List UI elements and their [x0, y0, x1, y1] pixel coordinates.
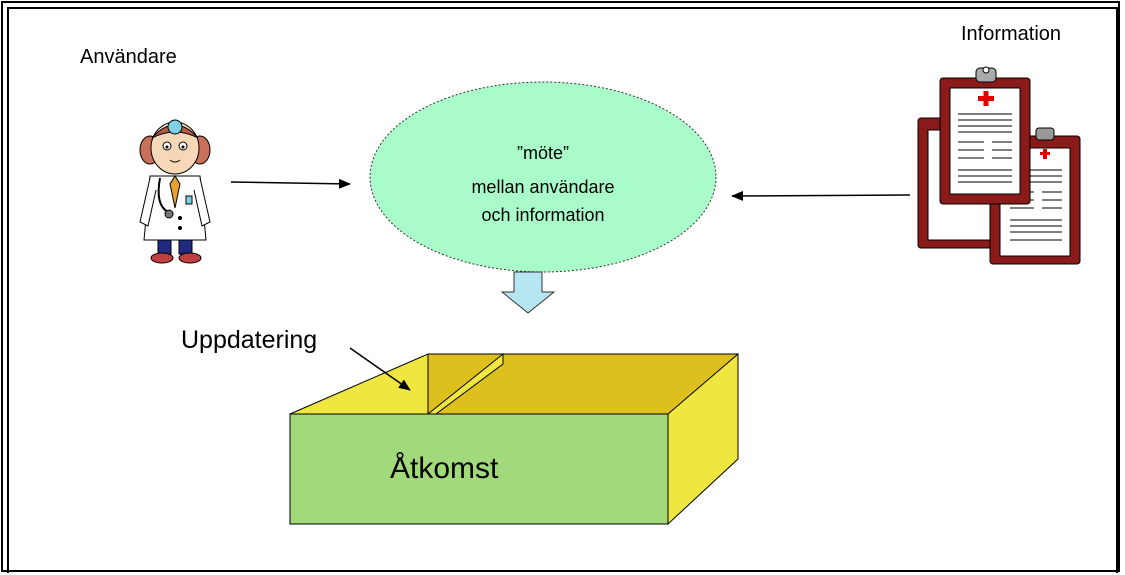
arrow-update — [349, 347, 411, 391]
label-information: Information — [961, 23, 1062, 45]
medical-clipboard-icon — [917, 66, 1081, 265]
label-update: Uppdatering — [181, 326, 318, 354]
box-front — [289, 413, 669, 525]
meeting-text-line1: ”möte” — [516, 143, 569, 163]
meeting-text-line2: mellan användare — [471, 177, 615, 197]
access-box — [289, 352, 739, 526]
label-access: Åtkomst — [390, 452, 499, 485]
down-arrow — [500, 271, 556, 314]
arrow-user-to-meeting — [230, 178, 351, 189]
meeting-text-line3: och information — [481, 205, 605, 225]
meeting-ellipse — [369, 81, 717, 273]
label-user: Användare — [80, 46, 177, 68]
arrow-info-to-meeting — [731, 190, 911, 201]
inner-frame — [7, 7, 1118, 573]
doctor-icon — [139, 119, 211, 264]
